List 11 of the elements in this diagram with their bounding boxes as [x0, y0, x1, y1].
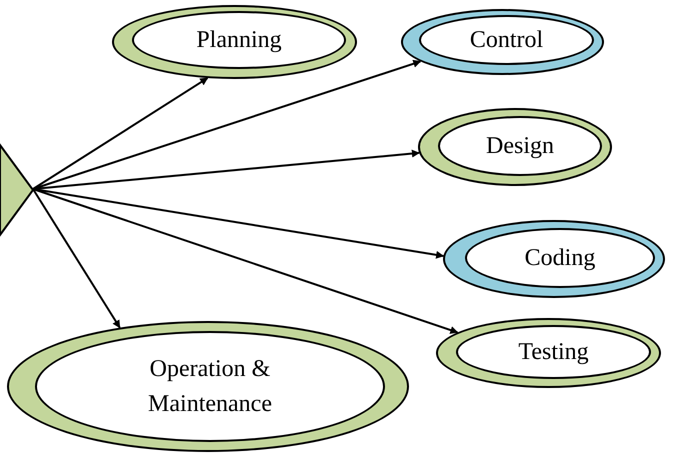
node-label: Control: [470, 26, 544, 55]
node-label: Testing: [518, 338, 589, 367]
arrow: [32, 60, 422, 190]
node-label: Planning: [196, 26, 282, 55]
arrow: [32, 77, 208, 190]
node-label: Operation & Maintenance: [147, 354, 273, 418]
arrow: [32, 188, 121, 328]
arrow: [32, 188, 458, 334]
node-label: Coding: [524, 244, 596, 273]
decision-diamond: [0, 145, 34, 235]
node-label: Design: [486, 132, 554, 161]
